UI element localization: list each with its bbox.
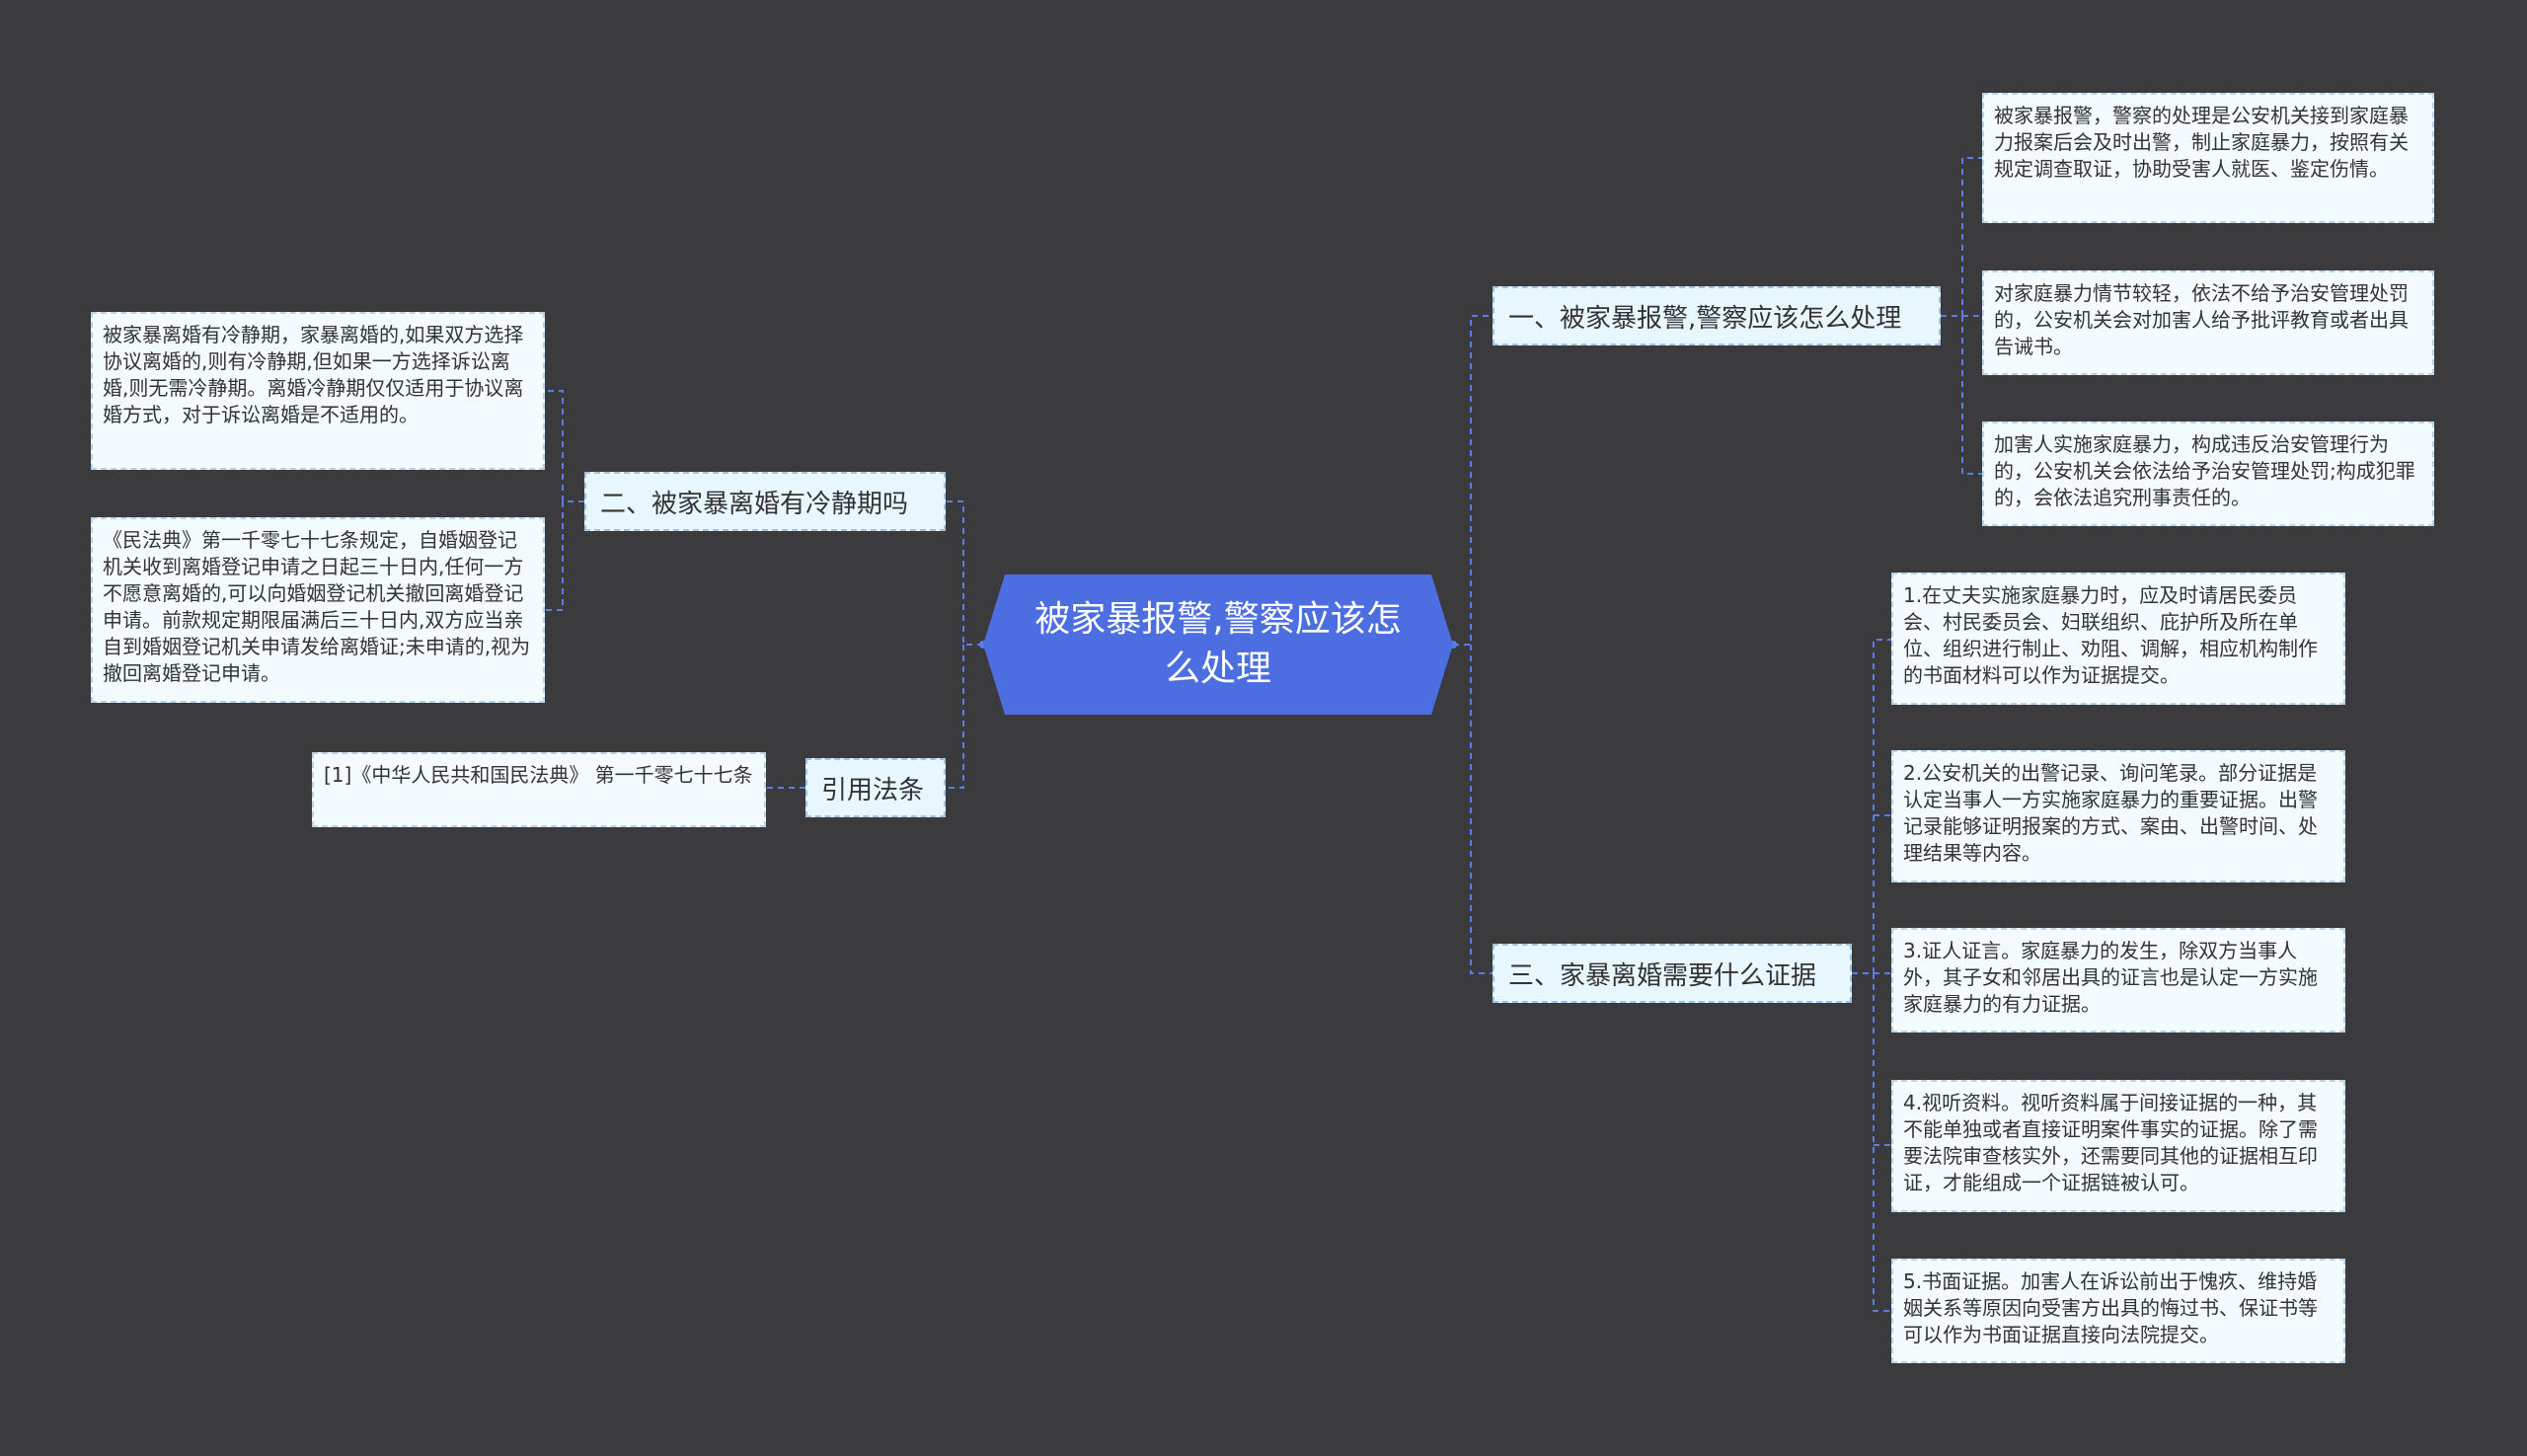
branch-title: 引用法条 xyxy=(821,775,925,805)
leaf-evidence-5[interactable]: 5.书面证据。加害人在诉讼前出于愧疚、维持婚姻关系等原因向受害方出具的悔过书、保… xyxy=(1891,1259,2345,1363)
branch-cooling-period[interactable]: 二、被家暴离婚有冷静期吗 xyxy=(584,472,946,531)
leaf-cooling-1[interactable]: 被家暴离婚有冷静期，家暴离婚的,如果双方选择协议离婚的,则有冷静期,但如果一方选… xyxy=(91,312,545,470)
leaf-police-2[interactable]: 对家庭暴力情节较轻，依法不给予治安管理处罚的，公安机关会对加害人给予批评教育或者… xyxy=(1982,270,2434,375)
leaf-evidence-3[interactable]: 3.证人证言。家庭暴力的发生，除双方当事人外，其子女和邻居出具的证言也是认定一方… xyxy=(1891,928,2345,1033)
root-title: 被家暴报警,警察应该怎么处理 xyxy=(1034,599,1402,689)
branch-cited-law[interactable]: 引用法条 xyxy=(805,758,946,817)
branch-title: 二、被家暴离婚有冷静期吗 xyxy=(600,489,909,519)
branch-police-handling[interactable]: 一、被家暴报警,警察应该怎么处理 xyxy=(1493,286,1941,345)
connector-root-branch3 xyxy=(1470,645,1493,974)
connector-branch3-leaves xyxy=(1852,639,1891,1312)
connector-root-branch1 xyxy=(1453,315,1493,646)
branch-title: 三、家暴离婚需要什么证据 xyxy=(1508,960,1817,991)
leaf-cooling-2[interactable]: 《民法典》第一千零七十七条规定，自婚姻登记机关收到离婚登记申请之日起三十日内,任… xyxy=(91,517,545,703)
leaf-police-3[interactable]: 加害人实施家庭暴力，构成违反治安管理行为的，公安机关会依法给予治安管理处罚;构成… xyxy=(1982,421,2434,526)
leaf-police-1[interactable]: 被家暴报警，警察的处理是公安机关接到家庭暴力报案后会及时出警，制止家庭暴力，按照… xyxy=(1982,93,2434,223)
connector-root-branch4 xyxy=(946,645,964,789)
branch-evidence[interactable]: 三、家暴离婚需要什么证据 xyxy=(1493,944,1852,1003)
leaf-evidence-1[interactable]: 1.在丈夫实施家庭暴力时，应及时请居民委员会、村民委员会、妇联组织、庇护所及所在… xyxy=(1891,573,2345,705)
leaf-cited-law-1[interactable]: [1]《中华人民共和国民法典》 第一千零七十七条 xyxy=(312,752,766,827)
connector-branch2-leaves xyxy=(545,390,584,611)
root-topic[interactable]: 被家暴报警,警察应该怎么处理 xyxy=(983,575,1453,715)
leaf-evidence-4[interactable]: 4.视听资料。视听资料属于间接证据的一种，其不能单独或者直接证明案件事实的证据。… xyxy=(1891,1080,2345,1212)
branch-title: 一、被家暴报警,警察应该怎么处理 xyxy=(1508,303,1902,334)
connector-root-branch2 xyxy=(946,500,983,646)
leaf-evidence-2[interactable]: 2.公安机关的出警记录、询问笔录。部分证据是认定当事人一方实施家庭暴力的重要证据… xyxy=(1891,750,2345,882)
connector-branch1-leaves xyxy=(1941,157,1982,475)
